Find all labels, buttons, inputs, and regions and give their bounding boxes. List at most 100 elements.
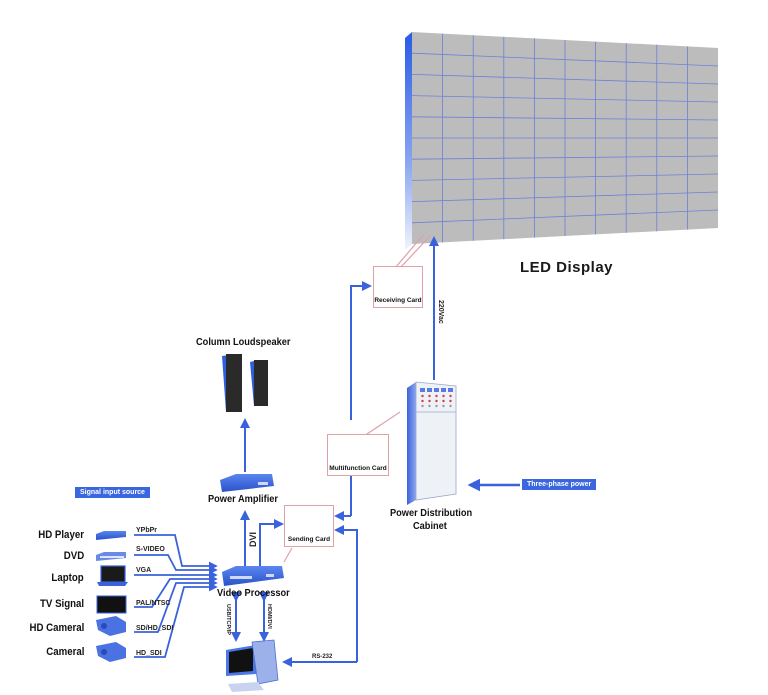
- tv-icon: [96, 595, 127, 614]
- grid-row-line: [411, 116, 719, 121]
- grid-row-line: [411, 155, 719, 160]
- computer: [226, 639, 279, 692]
- multifunction-pointer: [363, 411, 401, 437]
- cabinet-indicator-light: [421, 394, 424, 398]
- cabinet-indicator-light: [435, 404, 438, 408]
- laptop-icon: [97, 565, 128, 586]
- receiving-card-callout: Receiving Card: [373, 266, 423, 308]
- column-loudspeaker-label: Column Loudspeaker: [196, 336, 291, 348]
- receiving-card-pointer-2: [394, 233, 425, 269]
- multifunction-card-callout: Multifunction Card: [327, 434, 389, 476]
- power-amplifier-label: Power Amplifier: [208, 493, 279, 505]
- voltage-label: 220Vac: [437, 300, 444, 324]
- source-label-hd-player: HD Player: [38, 529, 84, 541]
- signal-label-svideo: S-VIDEO: [136, 546, 165, 553]
- cabinet-meter: [441, 388, 446, 392]
- line-rs232-up: [334, 525, 358, 662]
- amplifier-body: [220, 474, 274, 492]
- camera-icon: [96, 616, 126, 636]
- cabinet-indicator-light: [428, 404, 431, 408]
- hdmi-dvi-label: HDMI/DVI: [266, 604, 272, 629]
- line-dvi: [259, 519, 284, 566]
- cabinet-indicator-light: [421, 404, 424, 408]
- cabinet-indicator-light: [428, 394, 431, 398]
- signal-input-source-badge: Signal input source: [75, 487, 150, 498]
- camera-icon: [96, 642, 126, 662]
- cabinet-indicator-light: [442, 404, 445, 408]
- source-signal-line: [134, 534, 218, 571]
- column-loudspeaker: [222, 354, 268, 412]
- source-label-camera: Cameral: [45, 646, 84, 658]
- cabinet-indicators: [420, 388, 453, 408]
- video-processor-label: Video Processor: [217, 587, 290, 599]
- led-panel-side: [405, 32, 412, 250]
- source-signal-lines: [134, 534, 218, 658]
- usb-tcpip-label: USB/TCP/IP: [225, 604, 231, 635]
- cabinet-indicator-light: [435, 399, 438, 403]
- source-label-laptop: Laptop: [51, 572, 84, 584]
- processor-ports: [230, 576, 252, 579]
- grid-row-line: [411, 52, 719, 67]
- rs232-label: RS-232: [312, 654, 333, 660]
- dvd-player-icon: [96, 552, 126, 561]
- pc-tower: [251, 639, 279, 685]
- sending-card-callout: Sending Card: [284, 505, 334, 547]
- power-amplifier: [220, 474, 274, 492]
- processor-display: [266, 574, 274, 577]
- source-signal-line: [134, 554, 218, 575]
- grid-row-line: [411, 191, 719, 202]
- source-signal-line: [134, 578, 218, 633]
- receiving-card-label: Receiving Card: [374, 297, 422, 304]
- grid-row-line: [411, 95, 719, 103]
- three-phase-power-badge: Three-phase power: [522, 479, 597, 490]
- signal-label-pal-ntsc: PAL/NTSC: [136, 600, 171, 607]
- signal-label-ypbpr: YPbPr: [136, 527, 158, 534]
- source-signal-line: [134, 574, 218, 608]
- cabinet-indicator-light: [435, 394, 438, 398]
- speaker-right-front: [254, 360, 268, 406]
- cabinet-indicator-light: [449, 404, 452, 408]
- cabinet-indicator-light: [442, 399, 445, 403]
- speaker-left-front: [226, 354, 242, 412]
- source-label-hd-camera: HD Cameral: [29, 622, 84, 634]
- cabinet-side: [407, 382, 416, 505]
- signal-label-sd-hd-sdi: SD/HD_SDI: [136, 625, 174, 632]
- power-cabinet-label-line1: Power Distribution: [390, 507, 473, 519]
- source-devices: [96, 531, 128, 662]
- video-processor: [222, 566, 284, 586]
- power-cabinet-label-line2: Cabinet: [413, 520, 447, 532]
- cabinet-meter: [434, 388, 439, 392]
- cabinet-indicator-light: [428, 399, 431, 403]
- cabinet-meter: [448, 388, 453, 392]
- line-multifunction-to-receiving: [350, 281, 372, 420]
- power-distribution-cabinet: [407, 381, 457, 505]
- keyboard: [228, 682, 264, 692]
- led-display-panel: [405, 32, 719, 250]
- led-display-title: LED Display: [520, 259, 614, 276]
- hd-player-icon: [96, 531, 126, 540]
- processor-body: [222, 566, 284, 586]
- cabinet-indicator-light: [449, 399, 452, 403]
- source-label-dvd: DVD: [63, 550, 84, 562]
- cabinet-meter: [427, 388, 432, 392]
- signal-label-hd-sdi: HD_SDI: [136, 650, 162, 657]
- cabinet-front: [415, 381, 457, 501]
- cabinet-meter: [420, 388, 425, 392]
- source-signal-line: [134, 582, 218, 658]
- sending-card-pointer: [283, 547, 293, 563]
- cabinet-indicator-light: [449, 394, 452, 398]
- amplifier-display: [258, 482, 268, 485]
- led-panel-grid: [411, 33, 719, 243]
- multifunction-card-label: Multifunction Card: [329, 465, 387, 472]
- grid-row-line: [411, 74, 719, 85]
- grid-row-line: [411, 209, 719, 224]
- grid-row-line: [411, 173, 719, 181]
- sending-card-label: Sending Card: [287, 536, 331, 543]
- dvi-label: DVI: [248, 532, 258, 548]
- cabinet-indicator-light: [421, 399, 424, 403]
- monitor-screen: [229, 648, 253, 673]
- source-label-tv-signal: TV Signal: [39, 598, 84, 610]
- cabinet-indicator-light: [442, 394, 445, 398]
